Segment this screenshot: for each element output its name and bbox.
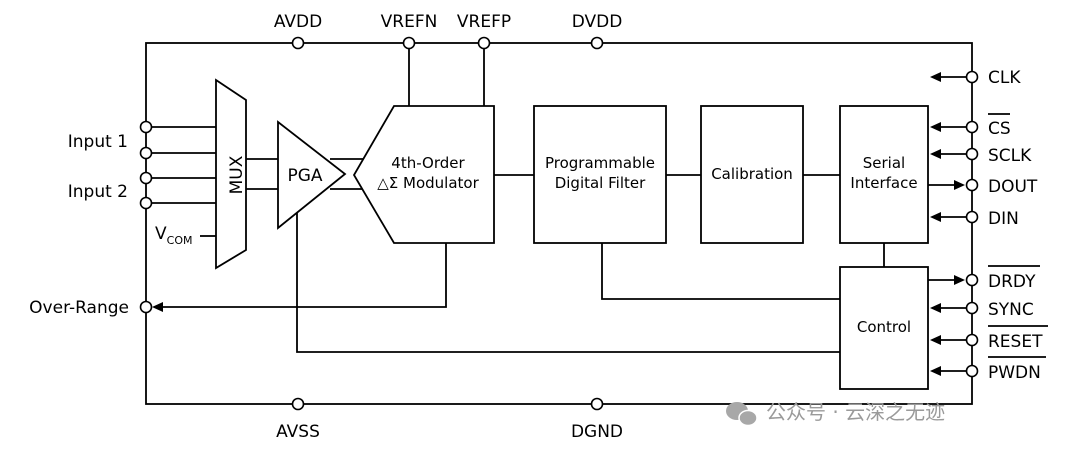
digital-filter-block	[533, 105, 667, 244]
cs-pin	[965, 120, 979, 134]
pwdn-pin	[965, 364, 979, 378]
pga-control-wire	[296, 208, 840, 353]
dgnd-label: DGND	[571, 422, 623, 442]
din-arrow	[930, 212, 941, 222]
vrefn-label: VREFN	[381, 12, 438, 32]
clk-arrow	[930, 72, 941, 82]
over-range-arrow	[152, 302, 163, 312]
din-pin	[965, 210, 979, 224]
input-pin-1	[139, 120, 153, 134]
pwdn-label: PWDN	[988, 363, 1041, 383]
avdd-pin	[291, 36, 305, 50]
calibration-label: Calibration	[711, 165, 793, 183]
clk-pin	[965, 70, 979, 84]
din-label: DIN	[988, 209, 1019, 229]
drdy-pin	[965, 273, 979, 287]
serial-label-1: Serial	[863, 154, 905, 172]
avdd-label: AVDD	[274, 12, 322, 32]
serial-interface-block	[839, 105, 929, 244]
clk-label: CLK	[988, 68, 1021, 88]
cs-arrow	[930, 122, 941, 132]
avss-label: AVSS	[276, 422, 320, 442]
dout-pin	[965, 178, 979, 192]
dvdd-pin	[590, 36, 604, 50]
dout-arrow	[954, 180, 965, 190]
vrefn-pin	[402, 36, 416, 50]
reset-pin	[965, 333, 979, 347]
dgnd-pin	[590, 397, 604, 411]
over-range-pin	[139, 300, 153, 314]
mux-label: MUX	[227, 155, 247, 194]
pga-label: PGA	[287, 166, 322, 186]
filter-label-1: Programmable	[545, 154, 655, 172]
calibration-block	[700, 105, 804, 244]
input1-label: Input 1	[68, 132, 128, 152]
modulator-label-1: 4th-Order	[391, 154, 465, 172]
sclk-label: SCLK	[988, 146, 1032, 166]
serial-label-2: Interface	[850, 174, 917, 192]
input2-label: Input 2	[68, 182, 128, 202]
sclk-pin	[965, 147, 979, 161]
filter-label-2: Digital Filter	[555, 174, 646, 192]
vrefp-label: VREFP	[457, 12, 511, 32]
sync-label: SYNC	[988, 300, 1034, 320]
filter-control-wire	[601, 243, 840, 300]
sclk-arrow	[930, 149, 941, 159]
input-pin-2	[139, 146, 153, 160]
dvdd-label: DVDD	[572, 12, 623, 32]
vrefp-pin	[477, 36, 491, 50]
drdy-arrow	[954, 275, 965, 285]
reset-arrow	[930, 335, 941, 345]
avss-pin	[291, 397, 305, 411]
wechat-icon	[726, 402, 758, 427]
vcom-label: VCOM	[155, 224, 192, 247]
modulator-block	[352, 105, 495, 244]
cs-label: CS	[988, 119, 1011, 139]
sync-arrow	[930, 303, 941, 313]
over-range-wire	[158, 243, 447, 308]
dout-label: DOUT	[988, 177, 1038, 197]
modulator-label-2: △Σ Modulator	[377, 174, 479, 192]
reset-label: RESET	[988, 332, 1043, 352]
over-range-label: Over-Range	[29, 298, 129, 318]
input-pin-4	[139, 196, 153, 210]
control-label: Control	[857, 318, 911, 336]
mux-block	[215, 78, 247, 270]
sync-pin	[965, 301, 979, 315]
chip-outline	[145, 42, 973, 405]
input-pin-3	[139, 171, 153, 185]
pga-block	[277, 120, 347, 230]
watermark-text: 公众号 · 云深之无迹	[766, 400, 945, 424]
pwdn-arrow	[930, 366, 941, 376]
drdy-label: DRDY	[988, 272, 1036, 292]
control-block	[839, 266, 929, 390]
